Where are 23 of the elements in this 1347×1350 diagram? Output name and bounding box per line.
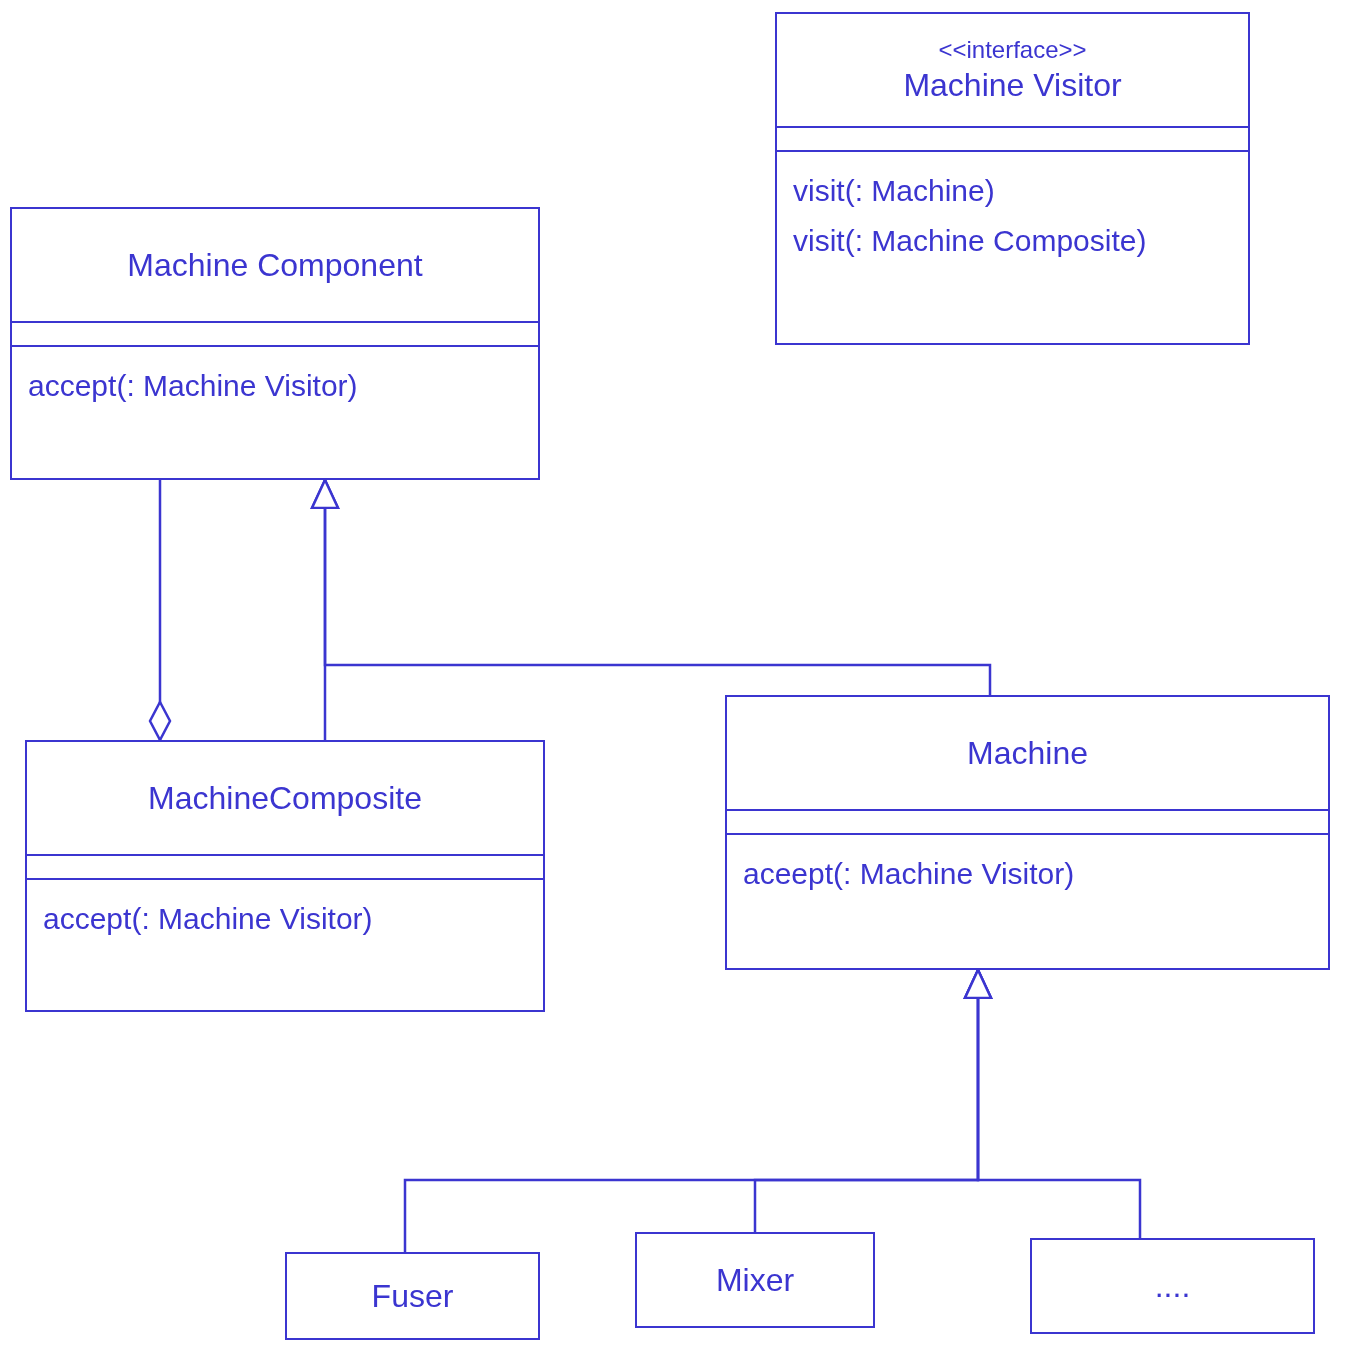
subclass-box — [635, 1232, 875, 1328]
class-box — [725, 695, 1330, 970]
class-name: Mixer — [715, 1261, 795, 1300]
class-name: Machine Visitor — [903, 66, 1122, 105]
class-name: Machine — [967, 734, 1088, 773]
subclass-box — [1030, 1238, 1315, 1334]
inheritance-arrow — [963, 968, 1142, 1238]
subclass-box — [285, 1252, 540, 1340]
class-name: Fuser — [371, 1277, 454, 1316]
inheritance-arrow — [310, 478, 992, 695]
method-text: accept(: Machine Visitor) — [43, 901, 374, 937]
aggregation-line — [148, 480, 172, 742]
method-text: aceept(: Machine Visitor) — [743, 856, 1076, 892]
method-text: accept(: Machine Visitor) — [28, 368, 359, 404]
method-text: visit(: Machine Composite) — [793, 222, 1148, 259]
class-name: MachineComposite — [148, 779, 422, 818]
stereotype-label: <<interface>> — [938, 35, 1087, 65]
class-name: .... — [1154, 1267, 1191, 1306]
class-box — [25, 740, 545, 1012]
class-box — [775, 12, 1250, 345]
class-box — [10, 207, 540, 480]
method-text: visit(: Machine) — [793, 173, 996, 209]
class-name: Machine Component — [127, 246, 423, 285]
